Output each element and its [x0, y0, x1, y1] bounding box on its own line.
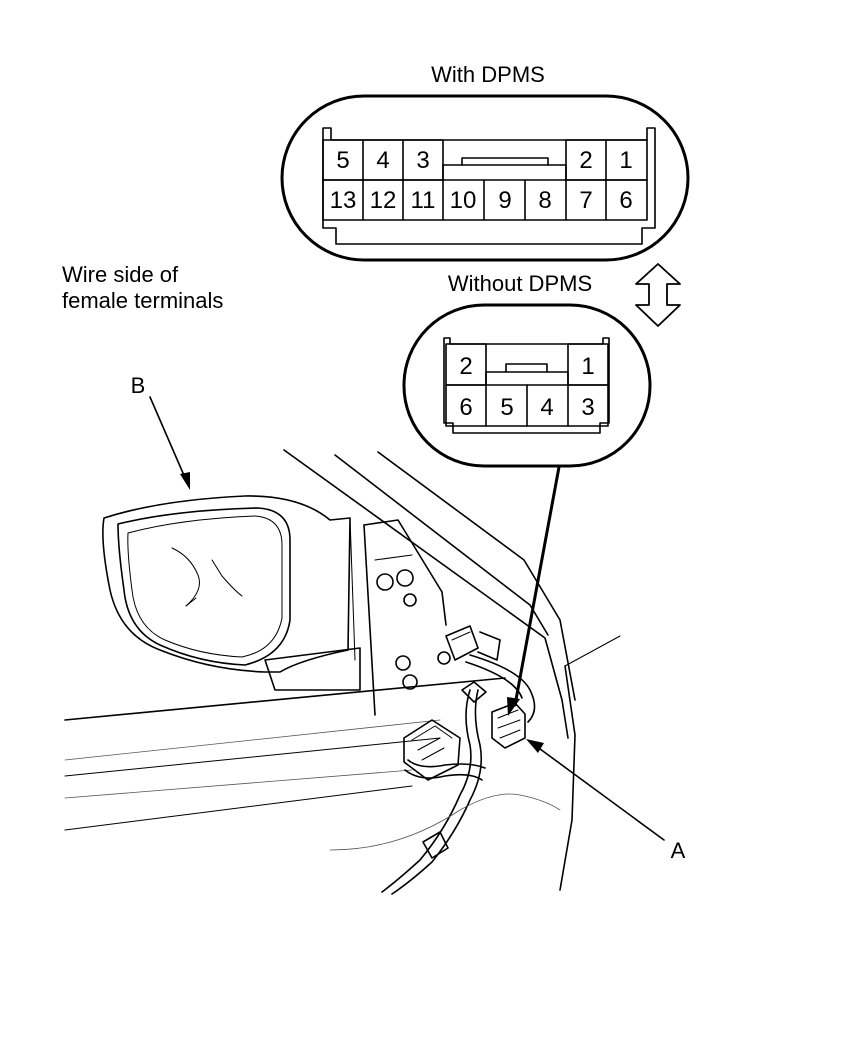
- pin-label: 5: [336, 147, 349, 174]
- callout-a-leader: [535, 745, 665, 841]
- callout-a-arrowhead: [526, 739, 544, 753]
- door-mirror-illustration: [64, 449, 621, 895]
- connector-without-dpms: 2 1 6 5 4 3: [402, 303, 652, 468]
- pin-label: 1: [619, 147, 632, 174]
- callout-a-label: A: [671, 838, 686, 863]
- connector-with-dpms: 5 4 3 2 1 13 12 11 10 9 8 7 6: [280, 94, 690, 262]
- pin-label: 2: [459, 353, 472, 380]
- connector-leader-line: [513, 465, 561, 707]
- pin-label: 4: [376, 147, 389, 174]
- pin-label: 6: [619, 187, 632, 214]
- wire-side-label-line1: Wire side of: [62, 262, 179, 287]
- wire-side-label-line2: female terminals: [62, 288, 223, 313]
- pin-label: 1: [581, 353, 594, 380]
- pin-label: 10: [450, 187, 477, 214]
- pin-label: 3: [581, 394, 594, 421]
- pin-label: 12: [370, 187, 397, 214]
- callout-b-label: B: [131, 373, 146, 398]
- callout-b-leader: [149, 396, 187, 481]
- pin-label: 3: [416, 147, 429, 174]
- with-dpms-label: With DPMS: [431, 62, 545, 87]
- double-arrow-icon: [635, 263, 681, 327]
- pin-label: 2: [579, 147, 592, 174]
- pin-label: 7: [579, 187, 592, 214]
- pin-label: 11: [411, 187, 436, 214]
- pin-label: 8: [538, 187, 551, 214]
- pin-label: 4: [540, 394, 553, 421]
- pin-label: 6: [459, 394, 472, 421]
- pin-label: 9: [498, 187, 511, 214]
- without-dpms-label: Without DPMS: [448, 271, 592, 296]
- pin-label: 13: [330, 187, 357, 214]
- pin-label: 5: [500, 394, 513, 421]
- callout-b-arrowhead: [180, 472, 190, 490]
- connector-leader-arrowhead: [507, 697, 520, 716]
